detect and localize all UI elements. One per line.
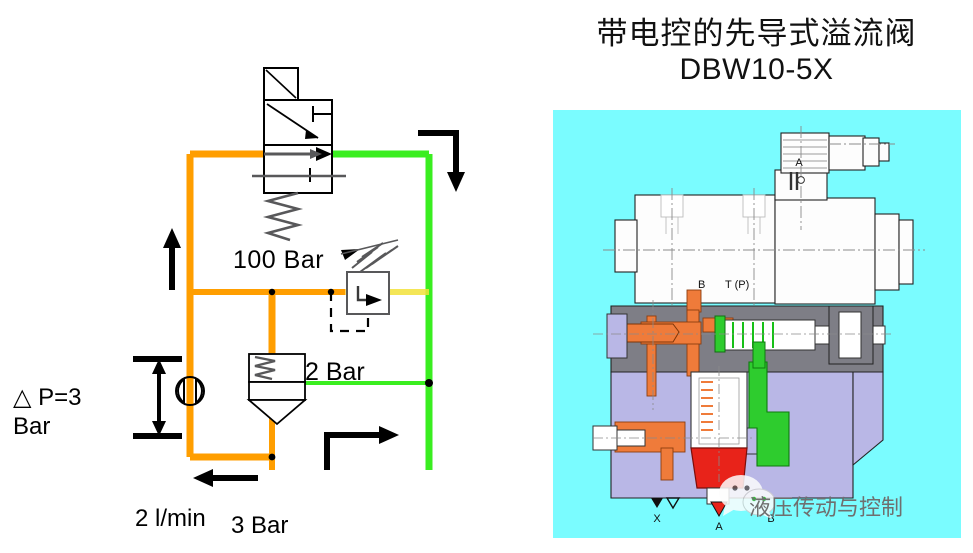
main-relief-poppet[interactable]: [246, 353, 308, 426]
port-markers: [651, 497, 728, 518]
pilot-relief-valve[interactable]: [329, 239, 399, 333]
label-delta-p-line2: Bar: [13, 413, 51, 440]
flow-arrow-left-bottom: [193, 469, 258, 487]
svg-text:X: X: [653, 513, 661, 525]
svg-text:A: A: [795, 157, 803, 169]
schematic-svg: [133, 67, 465, 487]
flow-arrow-elbow-right-bottom: [324, 426, 399, 470]
title-model-number: DBW10-5X: [679, 53, 834, 86]
watermark-text: 液压传动与控制: [749, 496, 904, 521]
label-flow-rate: 2 l/min: [135, 505, 206, 532]
valve-return-spring: [262, 191, 304, 242]
delta-p-dimension: [133, 356, 182, 439]
pressure-line-orange: [186, 150, 345, 470]
svg-text:B: B: [767, 513, 774, 525]
label-main-setting: 100 Bar: [233, 246, 325, 274]
label-pilot-setting: 2 Bar: [305, 358, 365, 386]
cutaway-svg: A B T (P): [553, 110, 961, 538]
flow-arrow-up-left: [163, 228, 181, 290]
valve-cutaway-drawing: A B T (P): [553, 110, 961, 538]
orifice-symbol: [175, 376, 205, 406]
flow-arrow-elbow-right-top: [418, 130, 465, 192]
svg-text:A: A: [715, 521, 723, 533]
svg-text:T (P): T (P): [725, 279, 749, 291]
title-chinese: 带电控的先导式溢流阀: [596, 16, 917, 52]
right-panel: 带电控的先导式溢流阀 DBW10-5X: [540, 0, 973, 548]
wechat-icon: [719, 475, 776, 519]
hydraulic-schematic: 100 Bar 2 Bar △ P=3 Bar 2 l/min 3 Bar: [13, 67, 465, 539]
directional-control-valve[interactable]: [252, 67, 346, 242]
svg-text:B: B: [698, 279, 705, 291]
pilot-adjust-spring: [340, 239, 399, 273]
label-delta-p-line1: △ P=3: [13, 384, 82, 411]
label-tank-pressure: 3 Bar: [231, 512, 289, 539]
